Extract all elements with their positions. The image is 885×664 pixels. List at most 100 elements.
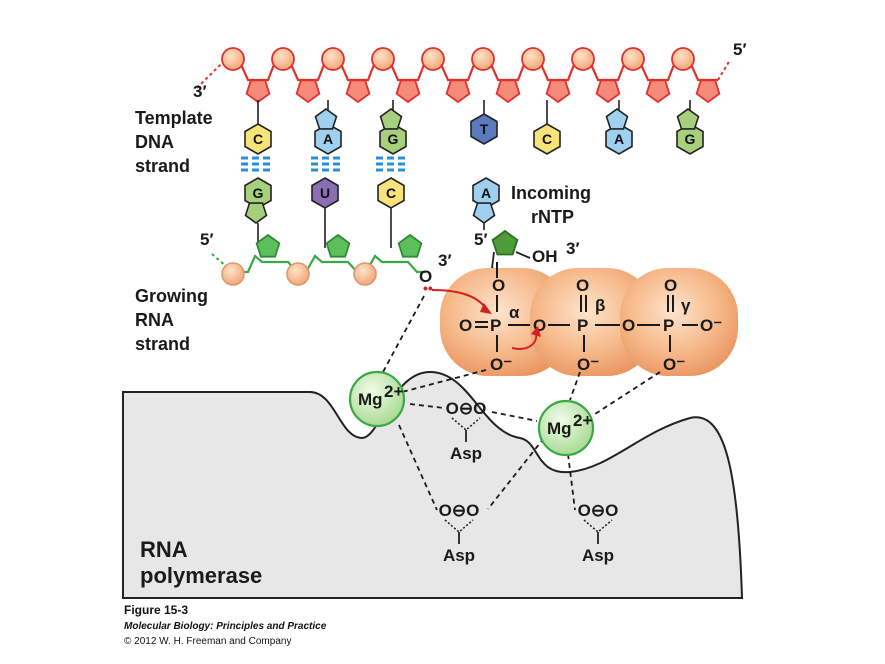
template-base-5: C <box>533 123 561 155</box>
dna-phosphate-1 <box>221 47 245 71</box>
rna-base-2: U <box>311 177 339 209</box>
template-5prime-label: 5′ <box>733 40 747 59</box>
rna-base-2-letter: U <box>320 185 330 201</box>
dna-sugar-2 <box>295 79 321 104</box>
triphosphate-spheres <box>440 268 738 376</box>
rna-phosphate-3 <box>353 262 377 286</box>
template-label-line2: DNA <box>135 132 174 152</box>
beta-o-minus: O⁻ <box>577 355 599 374</box>
dna-sugar-3 <box>345 79 371 104</box>
dna-phosphate-3 <box>321 47 345 71</box>
mg-left-charge: 2+ <box>384 382 403 401</box>
template-base-6: A <box>605 108 633 155</box>
leaving-arrowhead <box>531 326 541 337</box>
rna-base-3: C <box>377 177 405 209</box>
dna-phosphate-2 <box>271 47 295 71</box>
growing-label-line1: Growing <box>135 286 208 306</box>
dna-sugar-9 <box>645 79 671 104</box>
template-base-4-letter: T <box>480 121 489 137</box>
polymerase-label-line2: polymerase <box>140 563 262 588</box>
mg-right-symbol: Mg <box>547 419 572 438</box>
alpha-o-minus: O⁻ <box>490 355 512 374</box>
rntp-5prime-label: 5′ <box>474 230 488 249</box>
figure-number: Figure 15-3 <box>124 603 189 617</box>
dna-sugar-10 <box>695 79 721 104</box>
dna-phosphate-6 <box>471 47 495 71</box>
template-base-3-letter: G <box>388 131 399 147</box>
asp-bottom-left: O⊖O Asp <box>439 501 480 565</box>
asp-top-carboxylate: O⊖O <box>446 399 487 418</box>
template-base-1-letter: C <box>253 131 263 147</box>
phosphorus-beta: P <box>577 316 588 335</box>
lone-pair-dots: •• <box>423 280 433 296</box>
rna-sugar-rings <box>255 233 423 258</box>
incoming-label-line2: rNTP <box>531 207 574 227</box>
figure-book-title: Molecular Biology: Principles and Practi… <box>124 621 327 632</box>
growing-label-line3: strand <box>135 334 190 354</box>
attack-arrowhead <box>480 303 492 314</box>
gamma-double-oxygen: O <box>664 276 677 295</box>
rna-base-3-letter: C <box>386 185 396 201</box>
rntp-oh-label: OH <box>532 247 558 266</box>
gamma-label: γ <box>681 296 691 315</box>
rna-phosphate-2 <box>286 262 310 286</box>
dna-sugar-6 <box>495 79 521 104</box>
rna-sugar-1 <box>255 233 281 258</box>
mg-ion-right: Mg 2+ <box>537 399 595 457</box>
template-label-line3: strand <box>135 156 190 176</box>
rna-sugar-3 <box>397 233 423 258</box>
rna-phosphate-spheres <box>221 262 377 286</box>
dna-phosphate-10 <box>671 47 695 71</box>
template-base-6-letter: A <box>614 131 624 147</box>
mg-right-charge: 2+ <box>573 411 592 430</box>
rna-sugar-2 <box>325 233 351 258</box>
dna-sugar-8 <box>595 79 621 104</box>
dna-sugar-5 <box>445 79 471 104</box>
beta-double-oxygen: O <box>576 276 589 295</box>
template-base-5-letter: C <box>542 131 552 147</box>
asp-bottom-right-carboxylate: O⊖O <box>578 501 619 520</box>
dna-sugar-7 <box>545 79 571 104</box>
alpha-label: α <box>509 303 520 322</box>
terminal-o-minus: O⁻ <box>700 316 722 335</box>
phosphorus-gamma: P <box>663 316 674 335</box>
beta-gamma-bridge-oxygen: O <box>622 316 635 335</box>
template-base-4: T <box>470 113 498 145</box>
alpha-double-oxygen: O <box>459 316 472 335</box>
template-base-1: C <box>244 123 272 155</box>
incoming-base: A <box>472 177 500 224</box>
template-3prime-label: 3′ <box>193 82 207 101</box>
dna-phosphate-8 <box>571 47 595 71</box>
alpha-bridge-oxygen: O <box>492 276 505 295</box>
rna-terminal-oxygen: O <box>419 267 432 286</box>
template-base-7-letter: G <box>685 131 696 147</box>
dna-sugar-4 <box>395 79 421 104</box>
gamma-o-minus: O⁻ <box>663 355 685 374</box>
dna-phosphate-7 <box>521 47 545 71</box>
incoming-rntp: A <box>472 177 531 278</box>
beta-label: β <box>595 296 605 315</box>
triphosphate-chain <box>475 262 698 352</box>
rna-base-1-letter: G <box>253 185 264 201</box>
incoming-sugar <box>491 229 519 256</box>
template-label-line1: Template <box>135 108 213 128</box>
figure-copyright: © 2012 W. H. Freeman and Company <box>124 636 292 647</box>
asp-bottom-left-label: Asp <box>443 546 475 565</box>
template-base-3: G <box>379 108 407 155</box>
rna-polymerase-body <box>122 370 744 599</box>
rna-5prime-label: 5′ <box>200 230 214 249</box>
dna-sugar-rings <box>245 79 721 104</box>
asp-top-label: Asp <box>450 444 482 463</box>
coordination-bonds <box>382 295 661 511</box>
rna-3prime-label: 3′ <box>438 251 452 270</box>
rna-phosphate-1 <box>221 262 245 286</box>
incoming-label-line1: Incoming <box>511 183 591 203</box>
rna-base-1: G <box>244 177 272 224</box>
template-base-7: G <box>676 108 704 155</box>
asp-bottom-left-carboxylate: O⊖O <box>439 501 480 520</box>
